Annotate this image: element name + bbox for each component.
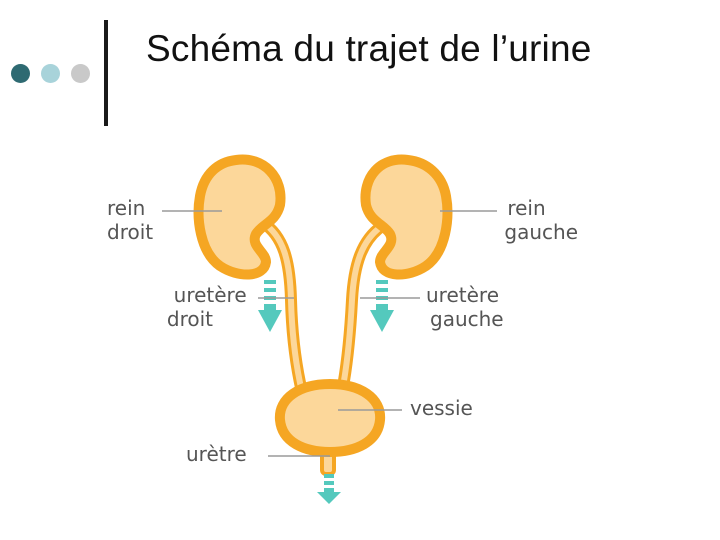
label-rein-gauche-line1: rein: [507, 196, 545, 220]
bullet-dot-dark-icon: [11, 64, 30, 83]
label-uretere-gauche-line2: gauche: [430, 307, 504, 331]
title-divider: [104, 20, 108, 126]
flow-down-arrow-icon: [370, 280, 394, 332]
label-vessie: vessie: [410, 396, 473, 420]
label-rein-gauche: rein gauche: [504, 196, 578, 244]
label-uretere-gauche-line1: uretère: [426, 283, 499, 307]
label-rein-droit-line2: droit: [107, 220, 153, 244]
label-uretere-droit-line1: uretère: [174, 283, 247, 307]
ureter-gauche-core: [339, 223, 385, 395]
label-uretere-gauche: uretère gauche: [426, 283, 505, 331]
vessie-shape: [274, 378, 386, 458]
bullet-dot-light-icon: [41, 64, 60, 83]
label-rein-droit: rein droit: [107, 196, 153, 244]
label-uretre: urètre: [186, 442, 247, 466]
slide-title: Schéma du trajet de l’urine: [146, 28, 592, 69]
label-uretere-droit: uretère droit: [167, 283, 253, 331]
label-uretere-droit-line2: droit: [167, 307, 213, 331]
ureter-droit-core: [259, 219, 305, 395]
rein-droit-shape: [193, 154, 286, 280]
bullet-dot-grey-icon: [71, 64, 90, 83]
rein-gauche-shape: [360, 154, 453, 280]
flow-down-arrow-icon: [317, 474, 341, 504]
label-rein-gauche-line2: gauche: [504, 220, 578, 244]
label-rein-droit-line1: rein: [107, 196, 145, 220]
flow-down-arrow-icon: [258, 280, 282, 332]
